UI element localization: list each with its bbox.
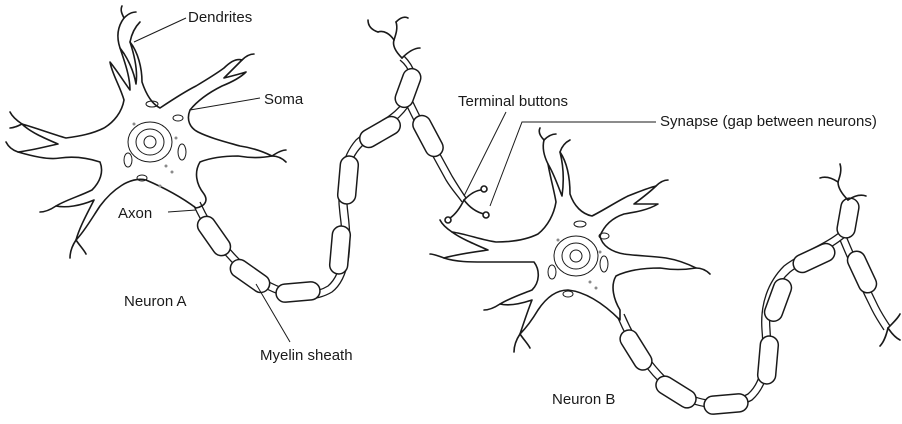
- label-axon: Axon: [118, 205, 152, 222]
- neuron-b-myelin-sheaths: [617, 197, 880, 415]
- neuron-b-soma-body: [444, 152, 696, 334]
- label-neuron-b: Neuron B: [552, 391, 615, 408]
- neuron-a: [6, 6, 489, 303]
- leader-lines: [134, 18, 656, 342]
- label-synapse: Synapse (gap between neurons): [660, 113, 877, 130]
- label-soma: Soma: [264, 91, 304, 108]
- neuron-b-axon: [617, 164, 900, 415]
- terminal-buttons: [445, 186, 489, 223]
- neuron-a-myelin-sheaths: [194, 66, 446, 303]
- neuron-b: [430, 128, 900, 415]
- label-terminal-buttons: Terminal buttons: [458, 93, 568, 110]
- label-dendrites: Dendrites: [188, 9, 252, 26]
- label-myelin-sheath: Myelin sheath: [260, 347, 353, 364]
- label-neuron-a: Neuron A: [124, 293, 187, 310]
